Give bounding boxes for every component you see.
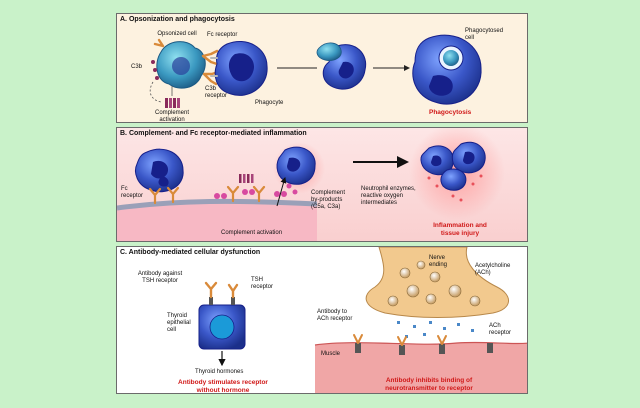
antibodies-opsonin [153,38,220,86]
thyroid-epithelial-cell [198,304,246,350]
complement-cluster-a [149,81,180,108]
antibodies-ach [353,334,447,346]
label-inflammation: Inflammation and tissue injury [433,222,487,237]
ach-vesicles [387,260,481,307]
opsonized-cell [156,41,206,89]
phagocytosed-phagocyte [412,34,482,105]
neutrophils-right [420,141,486,191]
label-result-right: Antibody inhibits binding of neurotransm… [385,377,473,392]
label-complement-activation-b: Complement activation [221,230,283,236]
fc-receptors-a [210,57,218,77]
neutrophil-middle [276,146,316,185]
label-thyroid-cell: Thyroid epithelial cell [167,313,191,333]
phagocyte-cell [214,41,268,96]
label-phagocytosed-cell: Phagocytosed cell [465,28,504,41]
label-antibody-tsh: Antibody against TSH receptor [137,271,183,284]
label-tsh-receptor: TSH receptor [251,277,274,290]
panel-c-illustration [198,247,527,393]
panel-cellular-dysfunction: C. Antibody-mediated cellular dysfunctio… [116,246,528,394]
complement-byproducts [286,183,298,195]
label-ach-receptor: ACh receptor [489,323,512,336]
label-fc-receptor-a: Fc receptor [207,32,238,38]
label-complement-byproducts: Complement by-products (C5a, C3a) [311,190,346,210]
panel-c-title: C. Antibody-mediated cellular dysfunctio… [120,249,261,256]
tissue-membrane [117,198,318,241]
ach-receptors [355,343,493,355]
panel-a-title: A. Opsonization and phagocytosis [120,16,235,23]
label-antibody-ach: Antibody to ACh receptor [317,309,353,322]
label-nerve-ending: Nerve ending [429,255,448,268]
label-phagocyte: Phagocyte [255,100,284,106]
antibody-tsh [204,281,239,299]
antibodies-membrane [148,185,266,205]
label-phagocytosis: Phagocytosis [429,109,472,116]
label-muscle: Muscle [321,351,341,357]
panel-b-title: B. Complement- and Fc receptor-mediated … [120,130,307,137]
label-c3b: C3b [131,64,143,70]
ach-molecules [397,321,474,338]
label-thyroid-hormones: Thyroid hormones [195,369,244,375]
engulfing-phagocyte [316,42,367,90]
label-neutrophil-enzymes: Neutrophil enzymes, reactive oxygen inte… [361,186,416,206]
muscle-tissue [314,341,527,393]
c3b-fragments [151,60,159,80]
panel-b-illustration [117,128,505,241]
tsh-receptors [209,297,235,305]
reactive-dots [427,174,483,202]
label-complement-activation-a: Complement activation [154,110,189,123]
label-fc-receptor-b: Fc receptor [121,186,144,199]
panel-opsonization: A. Opsonization and phagocytosis Opsoniz… [116,13,528,123]
complement-cluster-b [214,174,287,199]
arrow-b-up [276,177,287,207]
label-result-left: Antibody stimulates receptor without hor… [178,379,268,394]
label-c3b-receptor: C3b receptor [205,86,228,99]
panel-a-illustration [149,34,482,108]
label-acetylcholine: Acetylcholine (ACh) [475,263,511,276]
label-opsonized-cell: Opsonized cell [157,31,197,37]
panel-inflammation: B. Complement- and Fc receptor-mediated … [116,127,528,242]
